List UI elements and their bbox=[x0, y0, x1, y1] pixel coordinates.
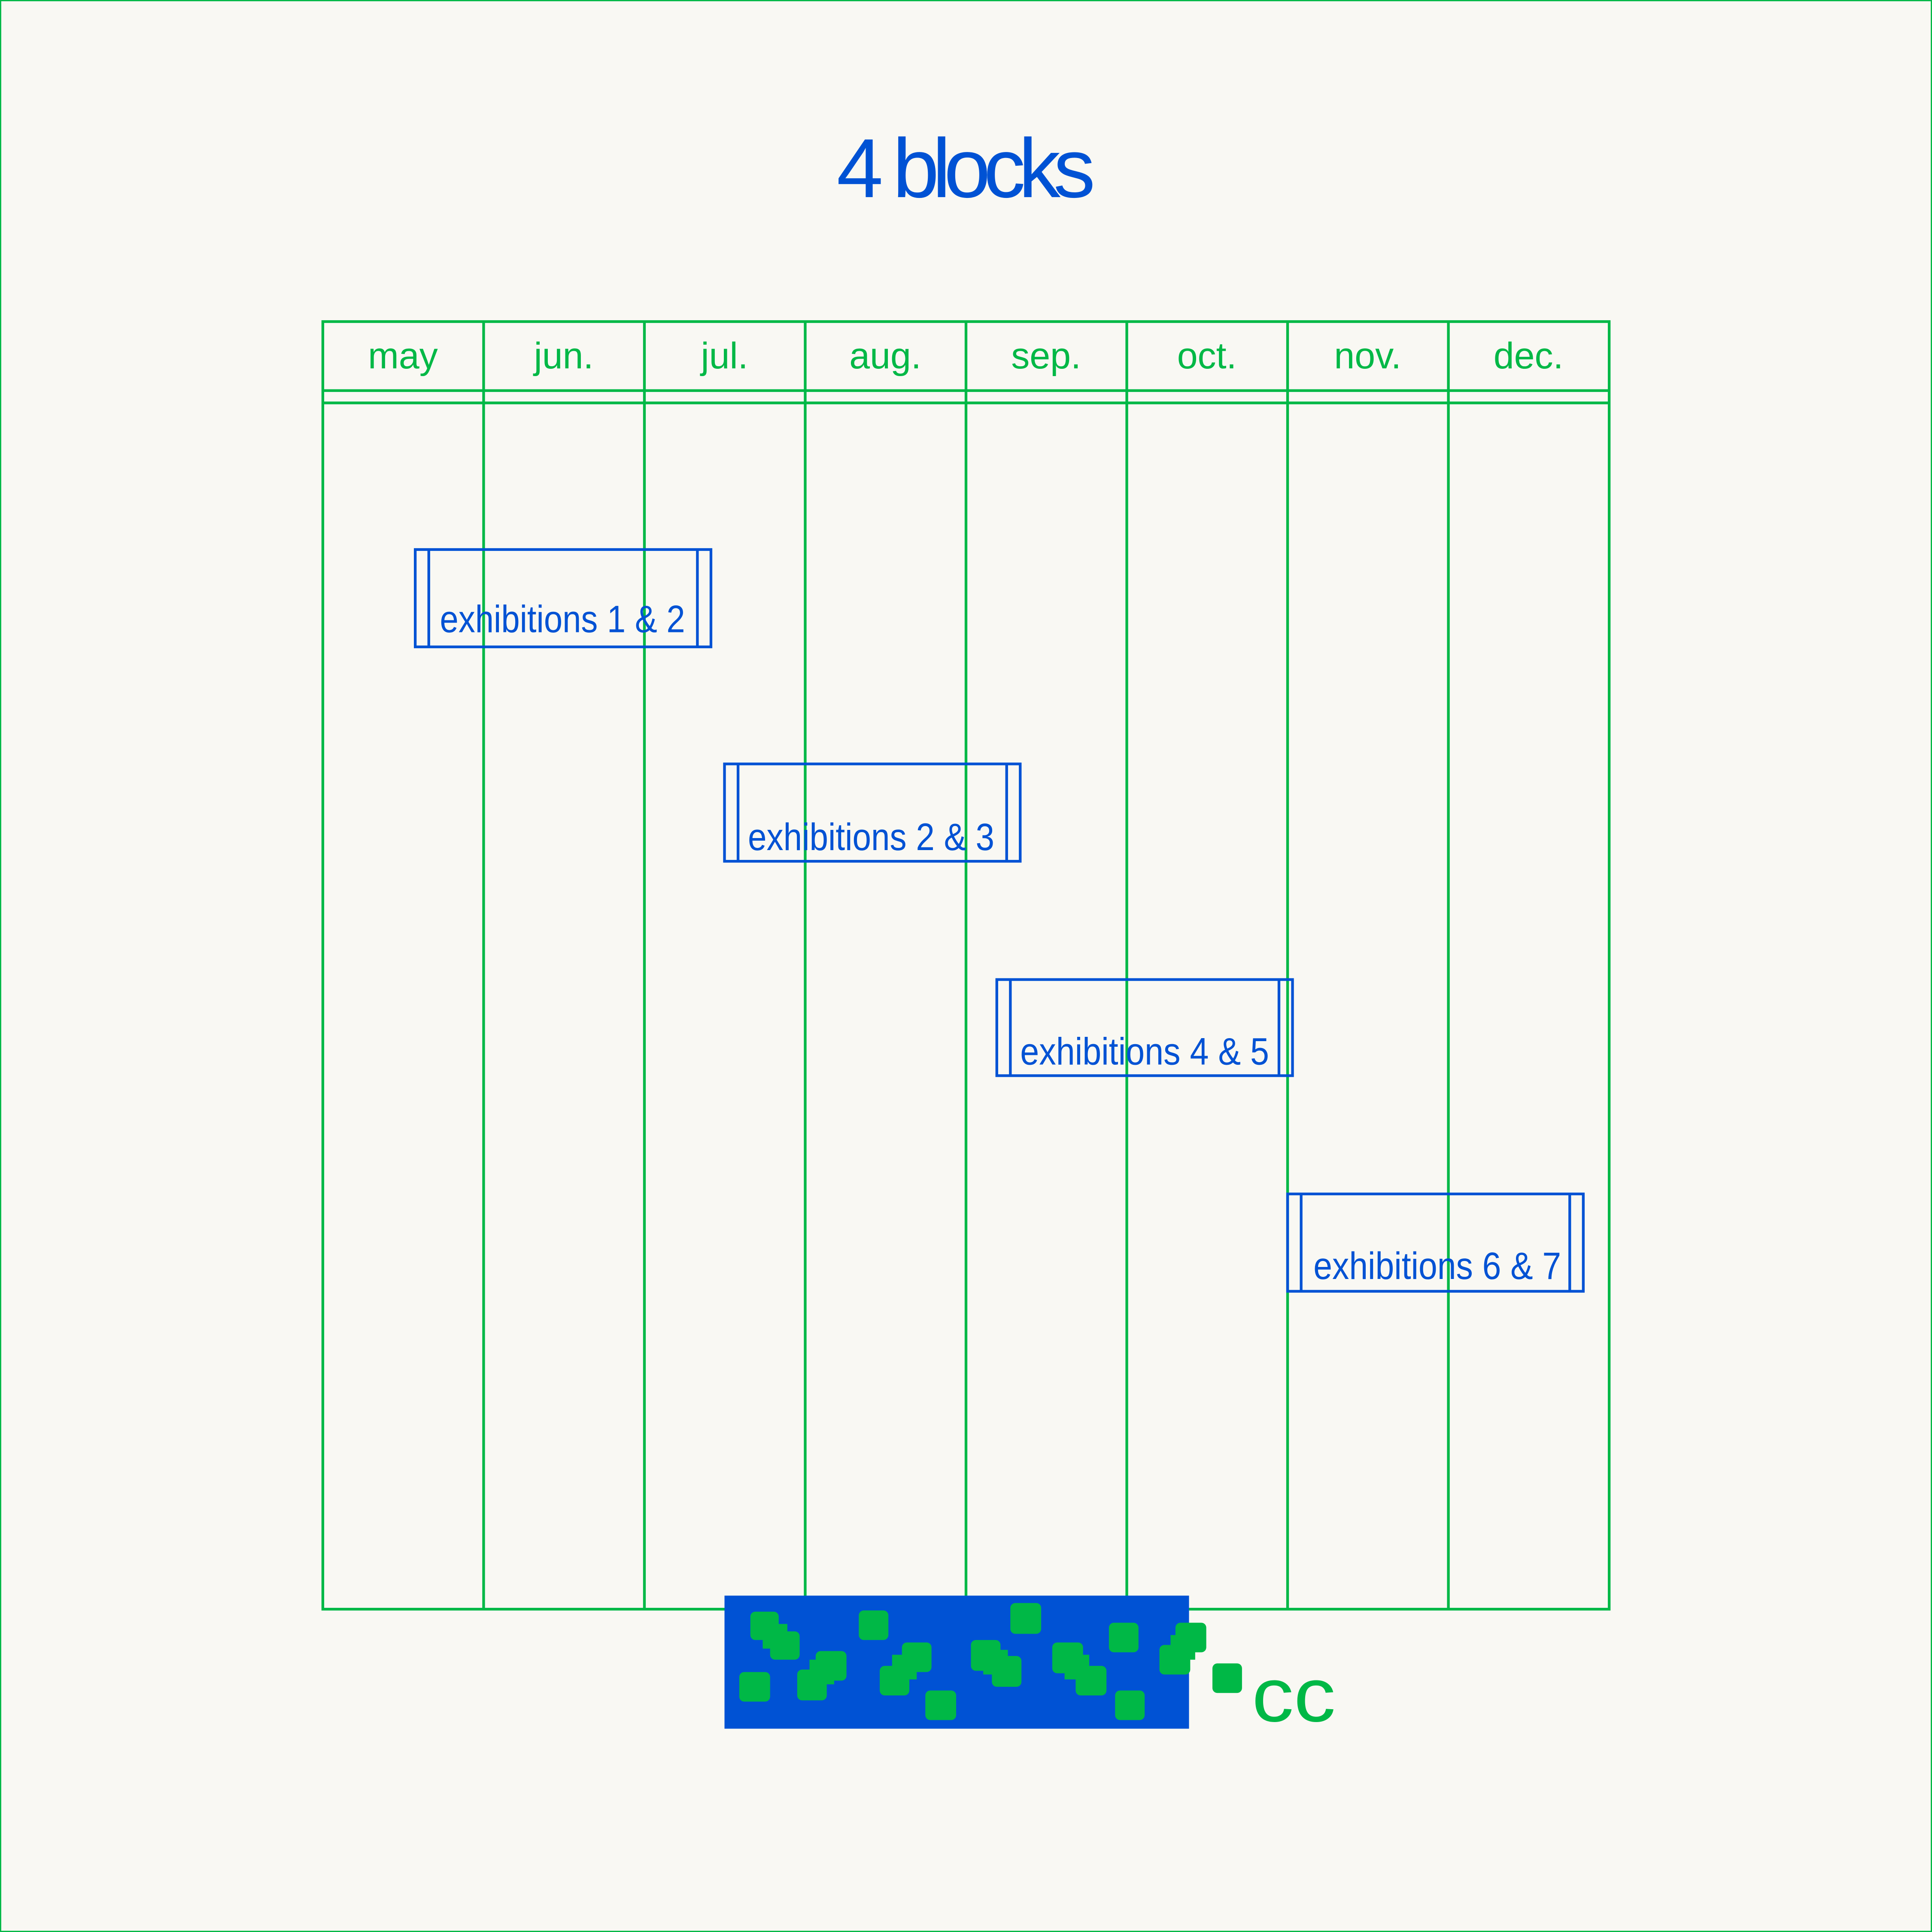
logo-background bbox=[724, 1595, 1189, 1729]
logo: cc bbox=[724, 1595, 1336, 1738]
month-nov: nov. bbox=[1334, 335, 1401, 377]
month-sep: sep. bbox=[1011, 335, 1081, 377]
block-2: exhibitions 2 & 3 bbox=[723, 762, 1022, 863]
month-jul: jul. bbox=[699, 335, 748, 377]
logo-pixel-pattern bbox=[739, 1603, 1242, 1720]
block-3: exhibitions 4 & 5 bbox=[995, 978, 1294, 1077]
block-1: exhibitions 1 & 2 bbox=[413, 548, 713, 648]
month-aug: aug. bbox=[849, 335, 921, 377]
month-oct: oct. bbox=[1177, 335, 1237, 377]
block-label: exhibitions 6 & 7 bbox=[1313, 1244, 1561, 1287]
block-4: exhibitions 6 & 7 bbox=[1286, 1192, 1585, 1293]
month-dec: dec. bbox=[1494, 335, 1564, 377]
page-title: 4 blocks bbox=[837, 122, 1096, 215]
column-dividers bbox=[482, 322, 1450, 1610]
block-label: exhibitions 2 & 3 bbox=[748, 815, 994, 858]
logo-text: cc bbox=[1252, 1652, 1336, 1738]
month-jun: jun. bbox=[533, 335, 594, 377]
block-label: exhibitions 1 & 2 bbox=[440, 597, 685, 640]
block-label: exhibitions 4 & 5 bbox=[1020, 1030, 1269, 1073]
month-may: may bbox=[368, 335, 438, 377]
